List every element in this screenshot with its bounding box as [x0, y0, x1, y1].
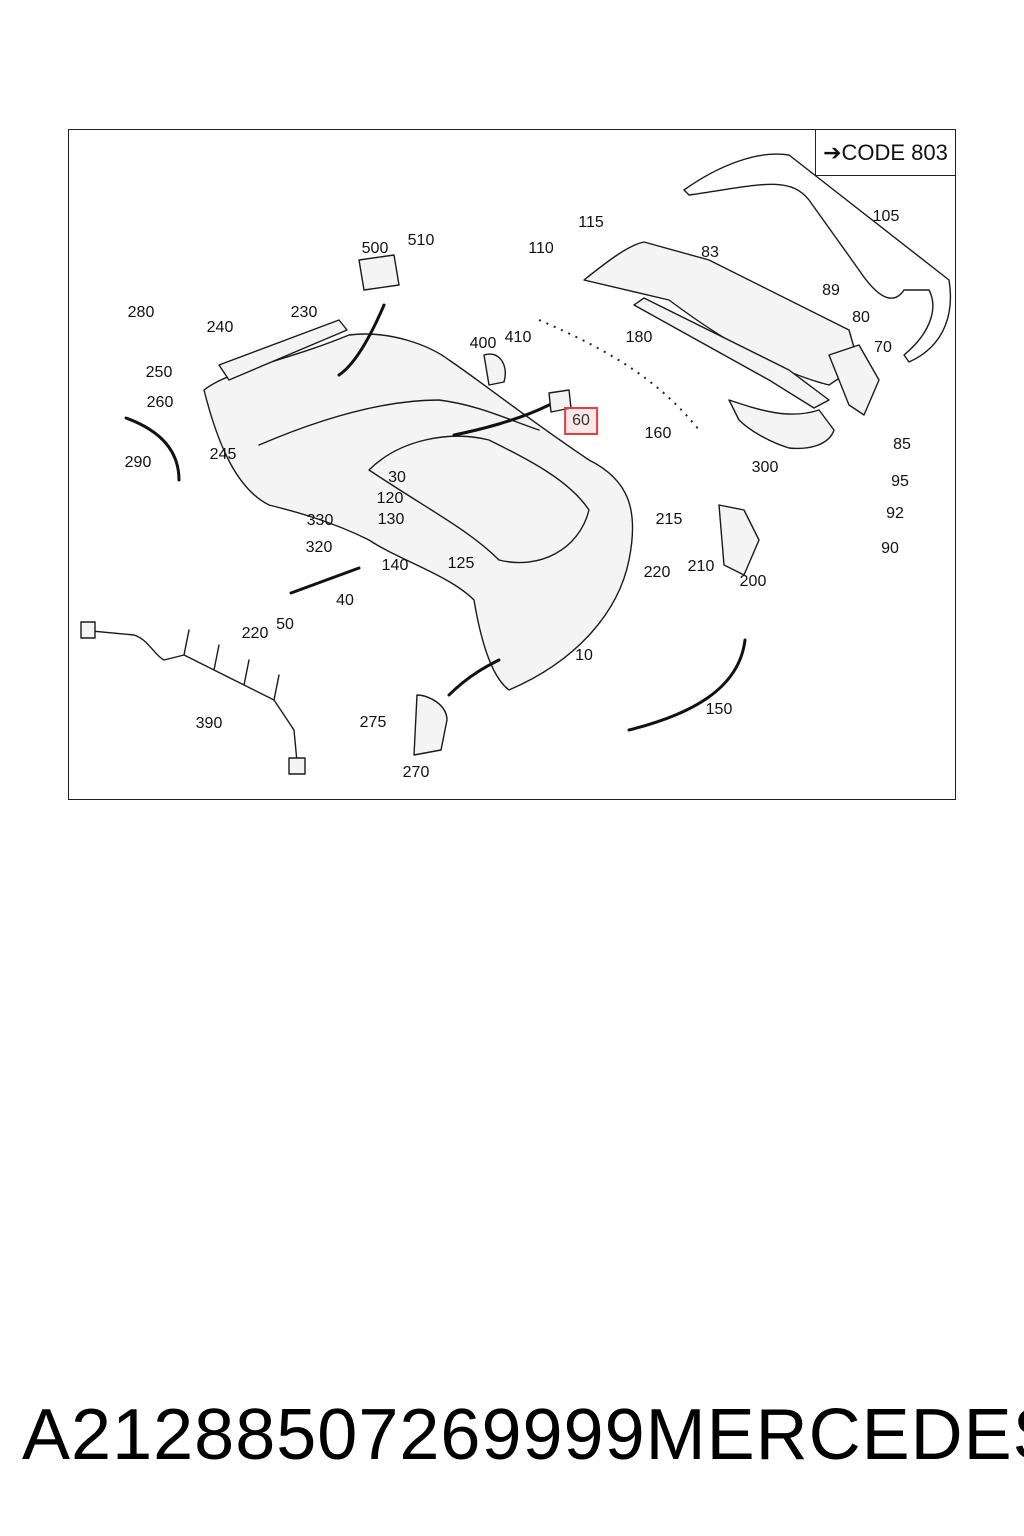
part-10-shape: [203, 333, 634, 691]
arrow-500: [337, 303, 386, 377]
label-part-80: 80: [852, 309, 870, 326]
label-part-230: 230: [290, 304, 318, 321]
part-40-shape: [289, 566, 361, 595]
part-390-shape: [80, 629, 298, 763]
label-part-240: 240: [206, 319, 234, 336]
label-part-85: 85: [893, 436, 911, 453]
label-part-245: 245: [209, 446, 237, 463]
part-70-shape: [828, 344, 880, 416]
label-part-92: 92: [886, 505, 904, 522]
label-part-270: 270: [402, 764, 430, 781]
label-part-200: 200: [739, 573, 767, 590]
label-part-30: 30: [388, 469, 406, 486]
label-part-290: 290: [124, 454, 152, 471]
caption-bar: A21288507269999 MERCEDES: [0, 1380, 1024, 1490]
brand-name: MERCEDES: [645, 1395, 1024, 1475]
label-part-260: 260: [146, 394, 174, 411]
label-part-400: 400: [469, 335, 497, 352]
label-part-110: 110: [528, 240, 554, 257]
label-part-220-right: 220: [643, 564, 671, 581]
parts-diagram: ➔CODE 803 10 30 40 50 60 70 80 83 85 89 …: [68, 129, 956, 800]
label-part-510: 510: [407, 232, 435, 249]
label-part-330: 330: [306, 512, 334, 529]
part-500-shape: [358, 254, 400, 291]
label-part-275: 275: [359, 714, 387, 731]
bumper-crease: [258, 399, 540, 446]
label-part-250: 250: [145, 364, 173, 381]
arrow-270: [447, 658, 501, 697]
label-part-60-highlighted: 60: [564, 407, 598, 435]
label-part-120: 120: [376, 490, 404, 507]
harness-connector-b: [288, 757, 306, 775]
label-part-105: 105: [872, 208, 900, 225]
part-300-shape: [728, 399, 835, 450]
part-83-shape: [583, 241, 860, 386]
label-part-70: 70: [874, 339, 892, 356]
part-150-shape: [627, 638, 747, 732]
label-part-210: 210: [687, 558, 715, 575]
label-part-130: 130: [377, 511, 405, 528]
label-part-320: 320: [305, 539, 333, 556]
code-box: ➔CODE 803: [815, 130, 955, 176]
label-part-410: 410: [504, 329, 532, 346]
part-105-shape: [683, 153, 952, 363]
label-part-10: 10: [575, 647, 593, 664]
label-part-140: 140: [381, 557, 409, 574]
part-200-shape: [718, 504, 760, 576]
part-230-shape: [218, 319, 348, 381]
label-part-500: 500: [361, 240, 389, 257]
label-part-390: 390: [195, 715, 223, 732]
diagram-drawing: [80, 153, 952, 775]
label-part-125: 125: [447, 555, 475, 572]
label-part-300: 300: [751, 459, 779, 476]
label-part-150: 150: [705, 701, 733, 718]
part-270-shape: [413, 694, 448, 756]
part-number: A21288507269999: [22, 1395, 646, 1475]
part-290-shape: [124, 416, 181, 482]
label-part-180: 180: [625, 329, 653, 346]
label-part-90: 90: [881, 540, 899, 557]
label-part-160: 160: [644, 425, 672, 442]
arrow-60: [452, 403, 551, 437]
label-part-83: 83: [701, 244, 719, 261]
label-part-280: 280: [127, 304, 155, 321]
label-part-89: 89: [822, 282, 840, 299]
label-part-95: 95: [891, 473, 909, 490]
harness-connector-a: [80, 621, 96, 639]
bumper-inner-opening: [368, 435, 590, 564]
part-160-shape: [538, 319, 700, 431]
label-part-40: 40: [336, 592, 354, 609]
label-part-50: 50: [276, 616, 294, 633]
label-part-115: 115: [578, 214, 604, 231]
label-part-220-left: 220: [241, 625, 269, 642]
part-180-shape: [633, 297, 830, 409]
label-part-215: 215: [655, 511, 683, 528]
part-400-shape: [483, 353, 506, 386]
